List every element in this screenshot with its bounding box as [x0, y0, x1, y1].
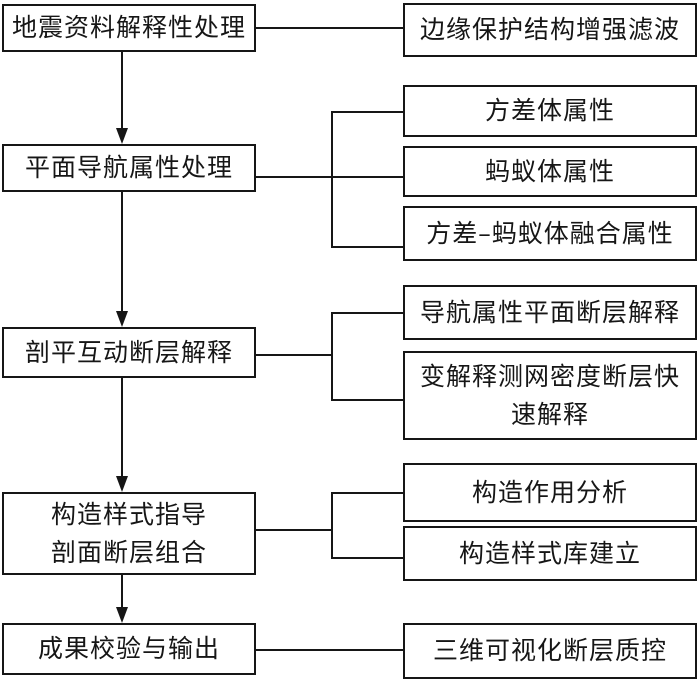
flow-arrowhead-1 [116, 128, 128, 144]
step-label: 地震资料解释性处理 [11, 13, 246, 42]
detail-label: 构造样式库建立 [458, 538, 641, 568]
detail-label: 三维可视化断层质控 [432, 636, 667, 665]
detail-3d-visualization-fault-qc: 三维可视化断层质控 [403, 623, 697, 679]
detail-edge-preserving-structure-enhancement-filtering: 边缘保护结构增强滤波 [403, 3, 697, 57]
step-label: 平面导航属性处理 [24, 153, 233, 182]
detail-structural-action-analysis: 构造作用分析 [403, 463, 697, 522]
connector-step3-branch-detail5-detail6 [331, 312, 404, 401]
detail-ant-volume-attribute: 蚂蚁体属性 [403, 146, 697, 197]
step-planar-navigation-attribute-processing: 平面导航属性处理 [2, 144, 256, 192]
connector-step2-branch-detail2-detail4 [331, 111, 404, 248]
step-structural-style-guided-fault-combination: 构造样式指导 剖面断层组合 [2, 492, 256, 575]
step-label: 成果校验与输出 [37, 634, 220, 663]
detail-label: 导航属性平面断层解释 [419, 297, 680, 327]
connector-step4-branch-detail7-detail8 [331, 492, 404, 559]
detail-variance-volume-attribute: 方差体属性 [403, 85, 697, 137]
flow-arrowhead-4 [116, 607, 128, 623]
detail-variable-grid-density-fast-fault-interpretation: 变解释测网密度断层快 速解释 [403, 351, 697, 440]
detail-label: 变解释测网密度断层快 速解释 [419, 361, 680, 429]
step-label: 剖平互动断层解释 [24, 337, 233, 367]
detail-label: 蚂蚁体属性 [484, 156, 615, 186]
step-seismic-interpretive-processing: 地震资料解释性处理 [2, 4, 256, 52]
detail-navigation-attribute-planar-fault-interpretation: 导航属性平面断层解释 [403, 285, 697, 340]
detail-variance-ant-fusion-attribute: 方差–蚂蚁体融合属性 [403, 206, 697, 261]
detail-label: 构造作用分析 [471, 477, 628, 507]
detail-label: 方差–蚂蚁体融合属性 [426, 218, 674, 248]
detail-label: 边缘保护结构增强滤波 [419, 15, 680, 44]
flow-arrowhead-2 [116, 311, 128, 327]
detail-structural-style-library-establishment: 构造样式库建立 [403, 526, 697, 581]
flow-arrowhead-3 [116, 476, 128, 492]
step-result-verification-and-output: 成果校验与输出 [2, 623, 256, 675]
step-section-plane-interactive-fault-interpretation: 剖平互动断层解释 [2, 327, 256, 378]
detail-label: 方差体属性 [484, 96, 615, 125]
step-label: 构造样式指导 剖面断层组合 [50, 499, 207, 567]
